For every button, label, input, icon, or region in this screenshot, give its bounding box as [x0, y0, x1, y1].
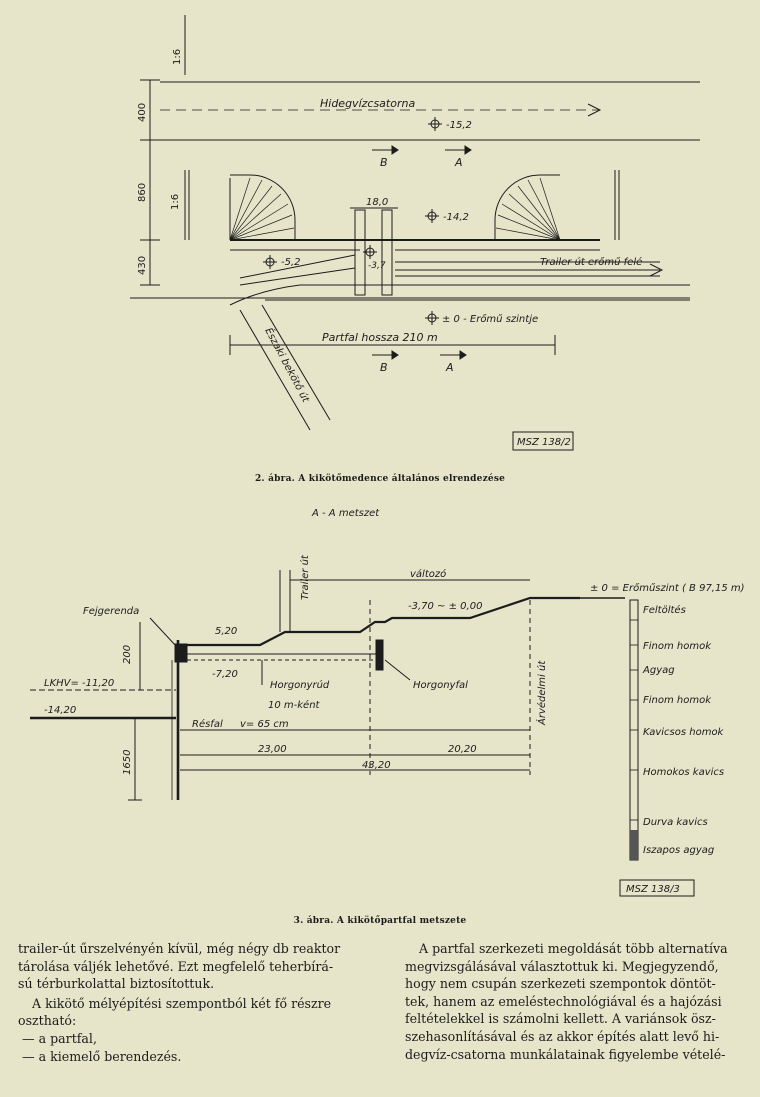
- layer-5: Homokos kavics: [643, 767, 724, 778]
- dim-200: 200: [122, 645, 133, 664]
- level-3-7: -3,7: [368, 261, 386, 271]
- text-line: sú térburkolattal biztosítottuk.: [18, 976, 215, 992]
- fig2-dim-400: 400: [137, 103, 148, 122]
- list-item: — a kiemelő berendezés.: [22, 1048, 182, 1064]
- level-1420: -14,20: [44, 705, 76, 716]
- layer-2: Agyag: [642, 665, 675, 676]
- section-a-top: A: [454, 156, 463, 169]
- figure-2-drawing: 1:6 400 860 1:6 430 Hidegvízcsatorna -15…: [130, 15, 700, 451]
- dim-2300: 23,00: [258, 744, 287, 755]
- left-fan-hatch: [229, 177, 295, 241]
- level-520: 5,20: [215, 626, 237, 637]
- dim-2020: 20,20: [448, 744, 477, 755]
- trailer-label: Trailer út erőmű felé: [540, 256, 642, 268]
- text-line: szehasonlításával és az akkor építés ala…: [405, 1028, 720, 1044]
- label-10m: 10 m-ként: [268, 699, 321, 711]
- label-v: v= 65 cm: [240, 719, 289, 730]
- text-line: feltételekkel is számolni kellett. A var…: [405, 1011, 716, 1027]
- label-horgonyrud: Horgonyrúd: [270, 679, 330, 691]
- fig2-dim-top: 1:6: [172, 49, 183, 65]
- left-paragraph-2: A kikötő mélyépítési szempontból két fő …: [18, 995, 354, 1030]
- layer-4: Kavicsos homok: [643, 727, 725, 738]
- label-trailer: Trailer út: [299, 554, 311, 600]
- fig2-dim-430: 430: [137, 256, 148, 275]
- label-arvedelmi: Árvédelmi út: [535, 660, 548, 726]
- level-14-2: -14,2: [443, 212, 469, 223]
- section-b-top: B: [380, 156, 388, 169]
- label-resfal: Résfal: [192, 718, 223, 730]
- fig3-title: A - A metszet: [311, 508, 380, 519]
- label-erom: ± 0 = Erőműszint ( B 97,15 m): [590, 582, 745, 594]
- fig2-code: MSZ 138/2: [517, 437, 571, 448]
- level-0: ± 0 - Erőmű szintje: [442, 313, 538, 325]
- text-line: hogy nem csupán szerkezeti szempontok dö…: [405, 976, 716, 992]
- left-paragraph-1: trailer-út űrszelvényén kívül, még négy …: [18, 940, 354, 993]
- figure-2-caption: 2. ábra. A kikötőmedence általános elren…: [254, 474, 506, 484]
- text-line: tárolása váljék lehetővé. Ezt megfelelő …: [18, 958, 334, 974]
- text-line: megvizsgálásával választottuk ki. Megjeg…: [405, 958, 719, 974]
- left-column: trailer-út űrszelvényén kívül, még négy …: [18, 940, 354, 1065]
- layer-1: Finom homok: [643, 641, 712, 652]
- dim-18: 18,0: [366, 197, 388, 208]
- level-720: -7,20: [212, 669, 238, 680]
- fig2-dim-slope: 1:6: [170, 194, 181, 210]
- canal-label: Hidegvízcsatorna: [320, 97, 415, 110]
- dim-4320: 43,20: [362, 760, 391, 771]
- right-fan-hatch: [495, 177, 561, 241]
- layer-0: Feltöltés: [643, 604, 686, 616]
- layer-7: Iszapos agyag: [643, 845, 714, 856]
- figure-3-drawing: A - A metszet: [30, 508, 745, 897]
- figure-3-caption: 3. ábra. A kikötőpartfal metszete: [293, 916, 467, 926]
- length-label: Partfal hossza 210 m: [322, 331, 438, 344]
- label-lkhv: LKHV= -11,20: [44, 678, 114, 689]
- right-column: A partfal szerkezeti megoldását több alt…: [405, 940, 745, 1063]
- dim-1650: 1650: [122, 750, 133, 775]
- clay-layer-fill: [630, 830, 638, 860]
- level-15-2: -15,2: [446, 120, 472, 131]
- label-fejgerenda: Fejgerenda: [83, 606, 139, 617]
- fig2-dim-860: 860: [137, 183, 148, 202]
- text-line: osztható:: [18, 1013, 77, 1029]
- right-paragraph: A partfal szerkezeti megoldását több alt…: [405, 940, 745, 1063]
- text-line: degvíz-csatorna munkálatainak figyelembe…: [405, 1046, 726, 1062]
- label-horgonyfal: Horgonyfal: [413, 680, 468, 691]
- road-label: Északi bekötő út: [262, 325, 313, 405]
- level-370: -3,70 ~ ± 0,00: [408, 601, 482, 612]
- section-b-bottom: B: [380, 361, 388, 374]
- layer-6: Durva kavics: [643, 817, 708, 828]
- level-5-2: -5,2: [281, 257, 301, 268]
- section-a-bottom: A: [445, 361, 454, 374]
- layer-3: Finom homok: [643, 695, 712, 706]
- label-valtozo: változó: [410, 568, 446, 580]
- fig3-code: MSZ 138/3: [626, 884, 680, 895]
- text-line: A kikötő mélyépítési szempontból két fő …: [32, 995, 332, 1011]
- list-item: — a partfal,: [22, 1030, 97, 1046]
- text-line: tek, hanem az emeléstechnológiával és a …: [405, 993, 722, 1009]
- text-line: A partfal szerkezeti megoldását több alt…: [419, 941, 728, 956]
- text-line: trailer-út űrszelvényén kívül, még négy …: [18, 941, 341, 956]
